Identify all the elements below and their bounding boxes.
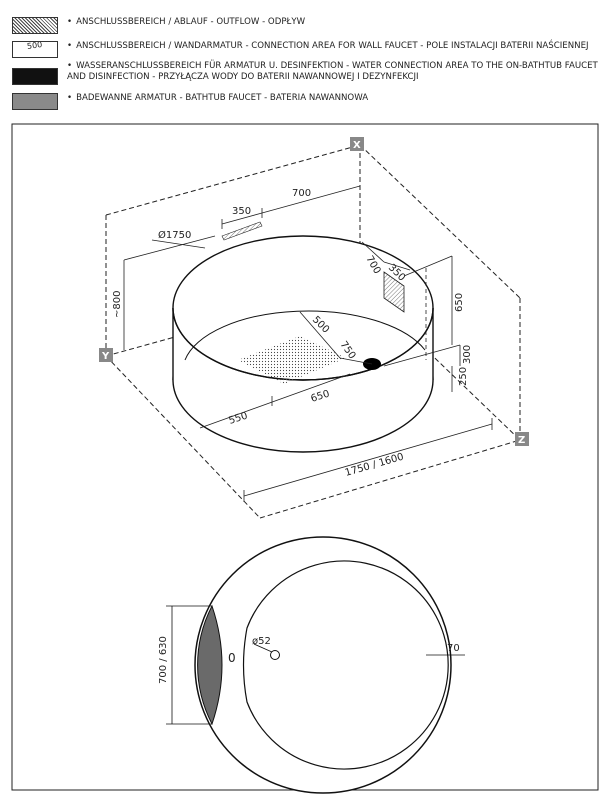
legend-text-outflow: ANSCHLUSSBEREICH / ABLAUF - OUTFLOW - OD…	[76, 17, 306, 27]
hatched-swatch-icon	[12, 17, 58, 34]
iso-dimension-lines	[123, 185, 493, 502]
axis-z-label: Z	[518, 435, 525, 446]
plan-view	[166, 536, 465, 794]
drain-area	[238, 336, 346, 384]
wall-swatch-icon: 500	[12, 41, 58, 58]
dim-diameter: Ø1750	[158, 229, 191, 241]
legend-text-bathtub-faucet: BADEWANNE ARMATUR - BATHTUB FAUCET - BAT…	[76, 93, 369, 103]
drain-icon	[270, 650, 280, 660]
top-connection-area	[221, 221, 263, 241]
plan-drain-label: ø52	[252, 636, 271, 647]
axis-z-box: Z	[515, 432, 529, 446]
axis-y-box: Y	[99, 348, 113, 362]
legend-text-water-line2: AND DISINFECTION - PRZYŁĄCZA WODY DO BAT…	[67, 72, 419, 82]
plan-zero-label: 0	[228, 651, 236, 665]
plan-rim-label: 70	[447, 643, 460, 654]
axis-x-label: X	[353, 140, 361, 151]
dim-overall: 1750 / 1600	[344, 452, 405, 479]
legend-item-wall-faucet: 500 •ANSCHLUSSBEREICH / WANDARMATUR - CO…	[12, 38, 592, 60]
dim-350-top: 350	[232, 206, 251, 217]
dim-300: 300	[462, 345, 473, 364]
axis-x-box: X	[350, 137, 364, 151]
dim-650-right: 650	[454, 293, 465, 312]
legend: •ANSCHLUSSBEREICH / ABLAUF - OUTFLOW - O…	[12, 14, 598, 114]
dim-height-left: ~800	[112, 291, 123, 318]
legend-text-water-line1: WASSERANSCHLUSSBEREICH FÜR ARMATUR U. DE…	[76, 61, 598, 71]
plan-dim-width: 700 / 630	[158, 636, 169, 684]
legend-item-water-connection: •WASSERANSCHLUSSBEREICH FÜR ARMATUR U. D…	[12, 61, 598, 88]
grey-swatch-icon	[12, 93, 58, 110]
axis-y-label: Y	[101, 351, 110, 362]
dim-250: 250	[458, 367, 469, 386]
legend-item-bathtub-faucet: •BADEWANNE ARMATUR - BATHTUB FAUCET - BA…	[12, 90, 592, 112]
legend-item-outflow: •ANSCHLUSSBEREICH / ABLAUF - OUTFLOW - O…	[12, 14, 592, 36]
wall-faucet-area	[383, 271, 405, 313]
dim-700-top: 700	[292, 188, 311, 199]
legend-text-wall-faucet: ANSCHLUSSBEREICH / WANDARMATUR - CONNECT…	[76, 41, 589, 51]
black-swatch-icon	[12, 68, 58, 85]
